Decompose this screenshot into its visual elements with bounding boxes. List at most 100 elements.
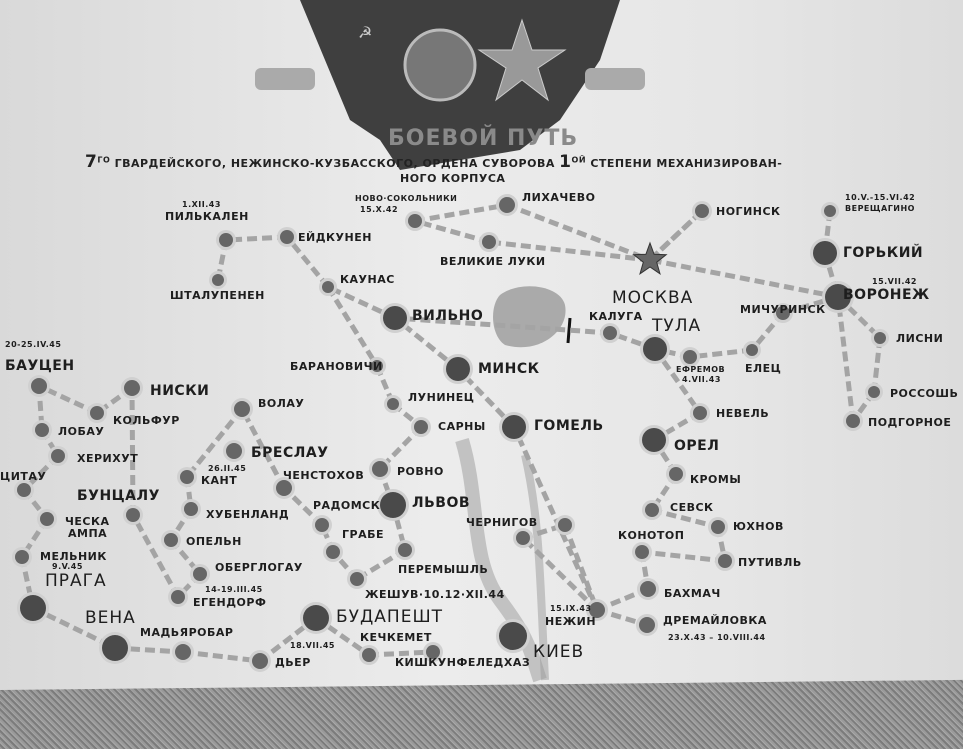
route-segment — [314, 615, 371, 658]
city-node-cheska — [40, 512, 54, 526]
city-node-putivl — [718, 554, 732, 568]
city-node-praga — [20, 595, 46, 621]
city-node-peremyshl — [398, 543, 412, 557]
city-label-baranovichi: Барановичи — [290, 360, 383, 373]
date-label-pilkalen-date: 1.XII.43 — [182, 200, 221, 209]
route-segment — [835, 296, 856, 422]
city-node-bautsen — [31, 378, 47, 394]
city-label-novosokolniki: Ново·Сокольники — [355, 194, 458, 203]
city-node-chenstokhov — [276, 480, 292, 496]
city-node-noginsk — [695, 204, 709, 218]
city-node-chernigov — [516, 531, 530, 545]
city-label-chernigov: Чернигов — [466, 516, 538, 529]
city-label-grabe: Грабе — [342, 528, 384, 541]
city-node-oberglogau — [193, 567, 207, 581]
city-node-bakhmach — [640, 581, 656, 597]
city-label-dyer: Дьер — [275, 656, 311, 669]
city-label-vereshchagino: Верещагино — [845, 204, 915, 213]
route-segment — [326, 284, 397, 321]
table-surface — [0, 680, 963, 749]
city-node-lvov — [380, 492, 406, 518]
city-node-buntsalu — [126, 508, 140, 522]
route-segment — [368, 649, 434, 658]
city-label-budapesht: БУДАПЕШТ — [336, 607, 444, 627]
city-node-citau — [17, 483, 31, 497]
map-subtitle: 7ГО ГВАРДЕЙСКОГО, НЕЖИНСКО-КУЗБАССКОГО, … — [85, 152, 782, 172]
route-segment — [114, 645, 184, 655]
city-node-kolfur — [90, 406, 104, 420]
city-label-oberglogau: Оберглогау — [215, 561, 303, 574]
city-label-bautsen: Бауцен — [5, 358, 75, 374]
city-label-hubenland: Хубенланд — [206, 508, 290, 521]
city-label-michurinsk: Мичуринск — [740, 303, 826, 316]
city-label-niski: Ниски — [150, 383, 210, 399]
city-node-tula — [643, 337, 667, 361]
city-label-voronezh: Воронеж — [843, 287, 930, 303]
city-label-kishkunfeledhaz: Кишкунфеледхаз — [395, 656, 531, 669]
order-star-icon — [477, 18, 567, 102]
route-segment — [521, 536, 599, 612]
city-node-volau — [234, 401, 250, 417]
route-segment — [488, 239, 651, 263]
route-segment — [652, 347, 703, 415]
date-label-melnik-date: 9.V.45 — [52, 562, 83, 571]
city-label-velikie-luki: Великие Луки — [440, 255, 546, 268]
city-node-sevsk — [645, 503, 659, 517]
city-node-yukhnov — [711, 520, 725, 534]
city-node-hubenland — [184, 502, 198, 516]
map-subtitle-line2: НОГО КОРПУСА — [400, 172, 506, 185]
city-label-gomel: Гомель — [534, 418, 604, 434]
city-node-konotop — [635, 545, 649, 559]
city-label-konotop: Конотоп — [618, 529, 685, 542]
date-label-vereshchagino-date: 10.V.-15.VI.42 — [845, 193, 916, 202]
city-label-shtalupenen: Шталупенен — [170, 289, 265, 302]
city-label-sevsk: Севск — [670, 501, 714, 514]
date-label-nezhin-date: 15.IX.43 — [550, 604, 592, 613]
city-label-kant: Кант — [201, 474, 238, 487]
city-node-nevel — [693, 406, 707, 420]
city-label-elets: Елец — [745, 362, 782, 375]
pripyat-marsh — [493, 286, 566, 348]
city-node-efremov — [683, 350, 697, 364]
city-label-egendorf: Егендорф — [193, 596, 267, 609]
city-label-likhachevo: Лихачево — [522, 191, 596, 204]
city-label-kolfur: Кольфур — [113, 414, 180, 427]
route-segment — [511, 425, 600, 612]
city-label-rossosh: Россошь — [890, 387, 959, 400]
city-label-radomsk: Радомск — [313, 499, 381, 512]
subtitle-number: 1 — [559, 152, 572, 172]
city-node-opeln — [164, 533, 178, 547]
city-label-peremyshl: Перемышль — [398, 563, 489, 576]
city-node-sarny — [414, 420, 428, 434]
route-segment — [129, 387, 136, 516]
city-label-herikhut: Херихут — [77, 452, 139, 465]
route-segment — [130, 513, 181, 599]
city-label-nezhin: Нежин — [545, 615, 597, 628]
city-label-eidkunen: Ейдкунен — [298, 231, 372, 244]
route-segment — [325, 285, 380, 368]
route-segment — [871, 337, 883, 393]
hammer-sickle-icon: ☭ — [358, 23, 372, 42]
city-label-gorky: Горький — [843, 245, 924, 261]
subtitle-suffix: ОЙ — [571, 155, 587, 165]
city-label-nevel: Невель — [716, 407, 770, 420]
city-label-citau: Цитау — [0, 470, 47, 483]
city-label-volau: Волау — [258, 397, 305, 410]
city-label-vilno: Вильно — [412, 308, 484, 324]
city-node-melnik — [15, 550, 29, 564]
city-node-rossosh — [868, 386, 880, 398]
city-node-kiev — [499, 622, 527, 650]
city-label-bakhmach: Бахмач — [664, 587, 721, 600]
city-node-orel — [642, 428, 666, 452]
subtitle-suffix: ГО — [97, 155, 111, 165]
city-node-grabe — [326, 545, 340, 559]
city-node-madyarobar — [175, 644, 191, 660]
city-node-kromy — [669, 467, 683, 481]
city-label-breslau: Бреслау — [251, 445, 329, 461]
city-node-baranovichi — [371, 360, 383, 372]
city-label-zheshuv: Жешув·10.12·XII.44 — [365, 588, 505, 601]
map-title: БОЕВОЙ ПУТЬ — [388, 126, 579, 151]
city-label-pilkalen: Пилькален — [165, 210, 249, 223]
route-segment — [641, 549, 726, 564]
city-node-kant — [180, 470, 194, 484]
